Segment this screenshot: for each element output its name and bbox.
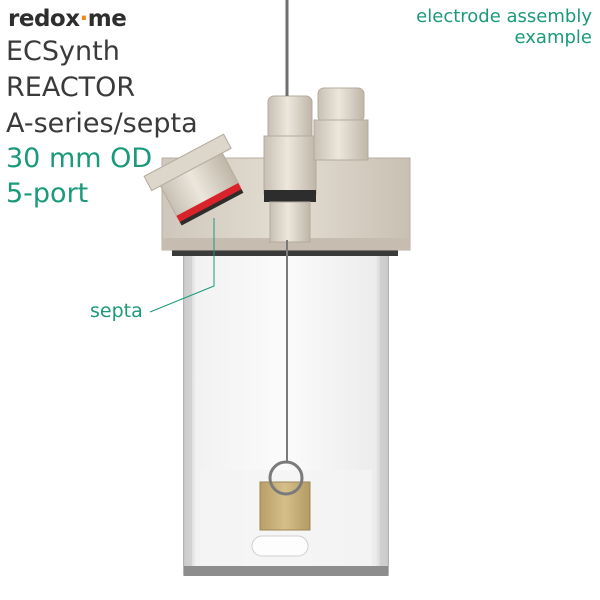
product-title-line-2: REACTOR — [6, 72, 136, 103]
angled-septa-port — [143, 133, 244, 226]
note-line-2: example — [514, 27, 592, 48]
septa-red — [176, 182, 243, 223]
product-title-line-1: ECSynth — [6, 36, 120, 67]
note-line-1: electrode assembly — [416, 6, 592, 27]
product-spec-ports: 5-port — [6, 178, 89, 209]
product-spec-diameter: 30 mm OD — [6, 143, 153, 174]
stir-bar — [251, 535, 309, 557]
brand-name-suffix: me — [87, 6, 127, 32]
electrode-assembly-note: electrode assembly example — [416, 6, 592, 48]
electrode-plate — [259, 460, 311, 531]
septa-label: septa — [90, 300, 143, 322]
side-plug-port — [313, 87, 369, 161]
brand-name-prefix: redox — [8, 6, 80, 32]
brand-logo: redox·me — [8, 6, 127, 32]
product-title-line-3: A-series/septa — [6, 108, 198, 139]
electrode-port — [263, 95, 317, 243]
brand-name-dot: · — [79, 6, 89, 32]
septa-callout-line — [149, 218, 215, 313]
